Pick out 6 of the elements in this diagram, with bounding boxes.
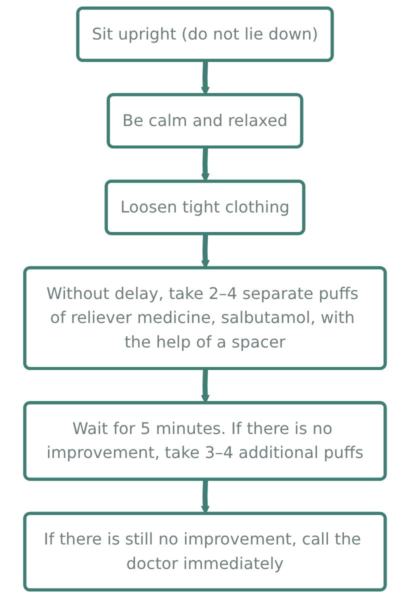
- step-box: If there is still no improvement, call the doctor immediately: [23, 512, 387, 592]
- step-box: Wait for 5 minutes. If there is no improvement, take 3–4 additional puffs: [23, 401, 387, 481]
- step-box: Loosen tight clothing: [104, 180, 306, 236]
- step-box: Be calm and relaxed: [106, 93, 304, 148]
- step-box: Sit upright (do not lie down): [76, 6, 334, 62]
- step-box: Without delay, take 2–4 separate puffs of reliever medicine, salbutamol, with the help of a spacer: [23, 266, 387, 370]
